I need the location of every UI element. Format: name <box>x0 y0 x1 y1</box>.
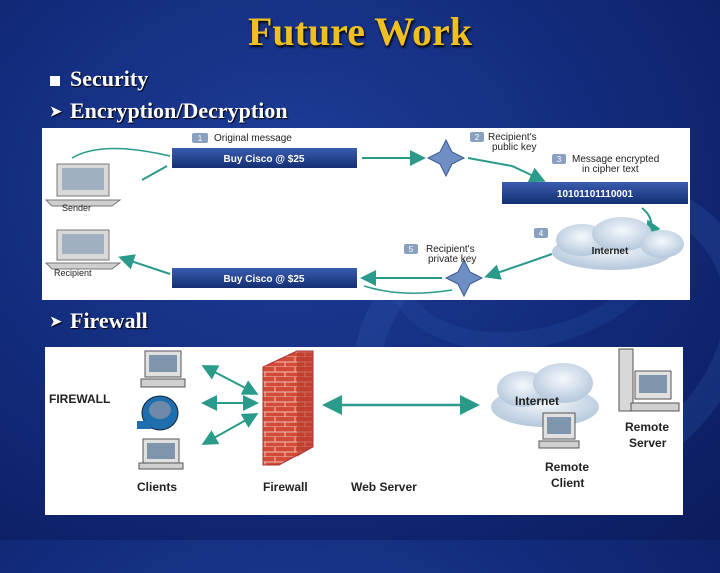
internet-cloud-icon <box>552 217 684 270</box>
message-bar-bottom <box>172 268 357 288</box>
client-imac-icon <box>137 395 179 431</box>
clients-label: Clients <box>137 480 177 494</box>
remote-client-label: Remote Client <box>545 460 592 490</box>
client-computer-icon <box>140 350 186 388</box>
firewall-diagram: FIREWALL Clients Firewall W <box>45 347 683 515</box>
message-bar-top <box>172 148 357 168</box>
arrow-bullet-icon: ➤ <box>50 315 62 331</box>
step-1-label: 1 Original message <box>192 133 292 144</box>
sender-computer-icon <box>44 163 122 207</box>
message-text-top: Buy Cisco @ $25 <box>224 154 305 165</box>
recipient-computer-icon <box>44 229 122 270</box>
web-server-label: Web Server <box>351 480 417 494</box>
step-5-label: 5 Recipient's private key <box>404 244 476 265</box>
svg-text:4: 4 <box>539 229 544 238</box>
cipher-bar <box>502 182 688 204</box>
step-4-label: 4 <box>534 228 548 238</box>
client-computer-icon <box>138 438 184 470</box>
step-2-label: 2 Recipient's public key <box>470 132 537 153</box>
svg-text:Original message: Original message <box>214 133 292 144</box>
firewall-label: Firewall <box>263 480 308 494</box>
square-bullet-icon <box>50 76 60 86</box>
cipher-text: 10101101110001 <box>557 189 634 200</box>
svg-text:Message encrypted: Message encrypted <box>572 154 659 165</box>
svg-text:3: 3 <box>557 155 562 164</box>
sender-label: Sender <box>62 203 91 213</box>
bullet-firewall: ➤Firewall <box>50 308 148 333</box>
firewall-wall-icon <box>262 350 314 466</box>
firewall-diagram-title: FIREWALL <box>49 392 110 406</box>
svg-text:5: 5 <box>409 245 414 254</box>
svg-text:public key: public key <box>492 142 536 153</box>
arrow-bullet-icon: ➤ <box>50 105 62 121</box>
remote-client-computer-icon <box>538 412 580 449</box>
encryption-diagram: 1 Original message Buy Cisco @ $25 2 Rec… <box>42 128 690 300</box>
recipient-label: Recipient <box>54 268 92 278</box>
svg-text:Recipient's: Recipient's <box>426 244 475 255</box>
step-3-label: 3 Message encrypted in cipher text <box>552 154 659 175</box>
svg-text:1: 1 <box>198 134 203 143</box>
internet-cloud-icon <box>491 363 599 427</box>
message-text-bottom: Buy Cisco @ $25 <box>224 274 305 285</box>
key-star-icon <box>444 258 484 298</box>
remote-server-icon <box>618 348 680 412</box>
bullet-encryption: ➤Encryption/Decryption <box>50 98 288 123</box>
internet-label: Internet <box>515 394 559 408</box>
key-star-icon <box>426 138 466 178</box>
svg-text:2: 2 <box>475 133 480 142</box>
svg-text:in cipher text: in cipher text <box>582 164 639 175</box>
internet-label: Internet <box>592 246 629 257</box>
bullet-security: Security <box>50 66 148 92</box>
svg-text:private key: private key <box>428 254 476 265</box>
slide-title: Future Work <box>247 9 473 54</box>
remote-server-label: Remote Server <box>625 420 672 450</box>
svg-text:Recipient's: Recipient's <box>488 132 537 143</box>
